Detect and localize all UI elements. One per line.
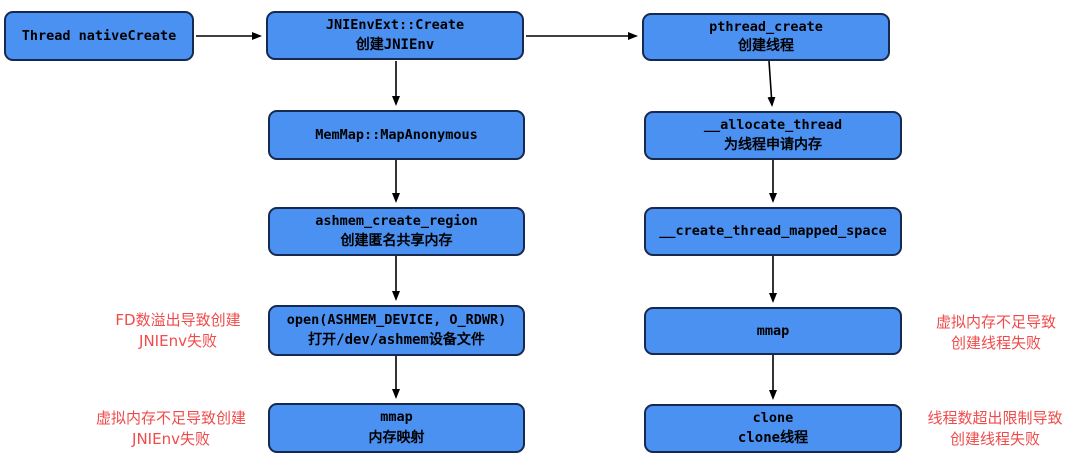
annotation-fd-overflow-jnienv-fail: FD数溢出导致创建 JNIEnv失败	[115, 311, 241, 350]
node-mmap-memory-map: mmap 内存映射	[268, 403, 525, 453]
node-title: __create_thread_mapped_space	[659, 223, 887, 239]
node-subtitle: 内存映射	[368, 429, 425, 446]
node-jnienvext-create: JNIEnvExt::Create 创建JNIEnv	[266, 11, 524, 60]
node-title: mmap	[380, 409, 413, 426]
node-ashmem-create-region: ashmem_create_region 创建匿名共享内存	[268, 207, 525, 256]
node-title: __allocate_thread	[703, 117, 843, 133]
node-allocate-thread: __allocate_thread 为线程申请内存	[644, 111, 902, 160]
node-title: Thread nativeCreate	[21, 27, 177, 44]
node-open-ashmem-device: open(ASHMEM_DEVICE, O_RDWR) 打开/dev/ashme…	[268, 305, 525, 356]
node-memmap-mapanonymous: MemMap::MapAnonymous	[268, 110, 525, 160]
node-subtitle: 创建JNIEnv	[355, 37, 435, 53]
node-subtitle: clone线程	[737, 430, 809, 446]
node-title: clone	[752, 410, 794, 426]
node-subtitle: 创建线程	[738, 38, 794, 55]
node-mmap-thread: mmap	[644, 307, 902, 355]
node-title: open(ASHMEM_DEVICE, O_RDWR)	[286, 311, 507, 328]
annotation-vm-insufficient-thread-fail: 虚拟内存不足导致 创建线程失败	[935, 313, 1056, 352]
node-subtitle: 打开/dev/ashmem设备文件	[308, 332, 485, 349]
annotation-vm-insufficient-jnienv-fail: 虚拟内存不足导致创建 JNIEnv失败	[95, 409, 246, 448]
node-create-thread-mapped-space: __create_thread_mapped_space	[644, 207, 902, 256]
annotation-thread-limit-exceeded-fail: 线程数超出限制导致 创建线程失败	[927, 409, 1063, 448]
node-title: ashmem_create_region	[315, 213, 478, 229]
arrow-pthread-to-allocate	[767, 60, 776, 107]
node-pthread-create: pthread_create 创建线程	[642, 13, 890, 61]
node-subtitle: 创建匿名共享内存	[340, 233, 453, 249]
node-title: MemMap::MapAnonymous	[315, 126, 478, 143]
node-subtitle: 为线程申请内存	[724, 137, 822, 153]
node-thread-nativecreate: Thread nativeCreate	[4, 11, 194, 61]
node-title: pthread_create	[709, 18, 823, 35]
node-title: mmap	[756, 322, 790, 339]
node-title: JNIEnvExt::Create	[325, 17, 465, 33]
node-clone-thread: clone clone线程	[644, 404, 902, 453]
